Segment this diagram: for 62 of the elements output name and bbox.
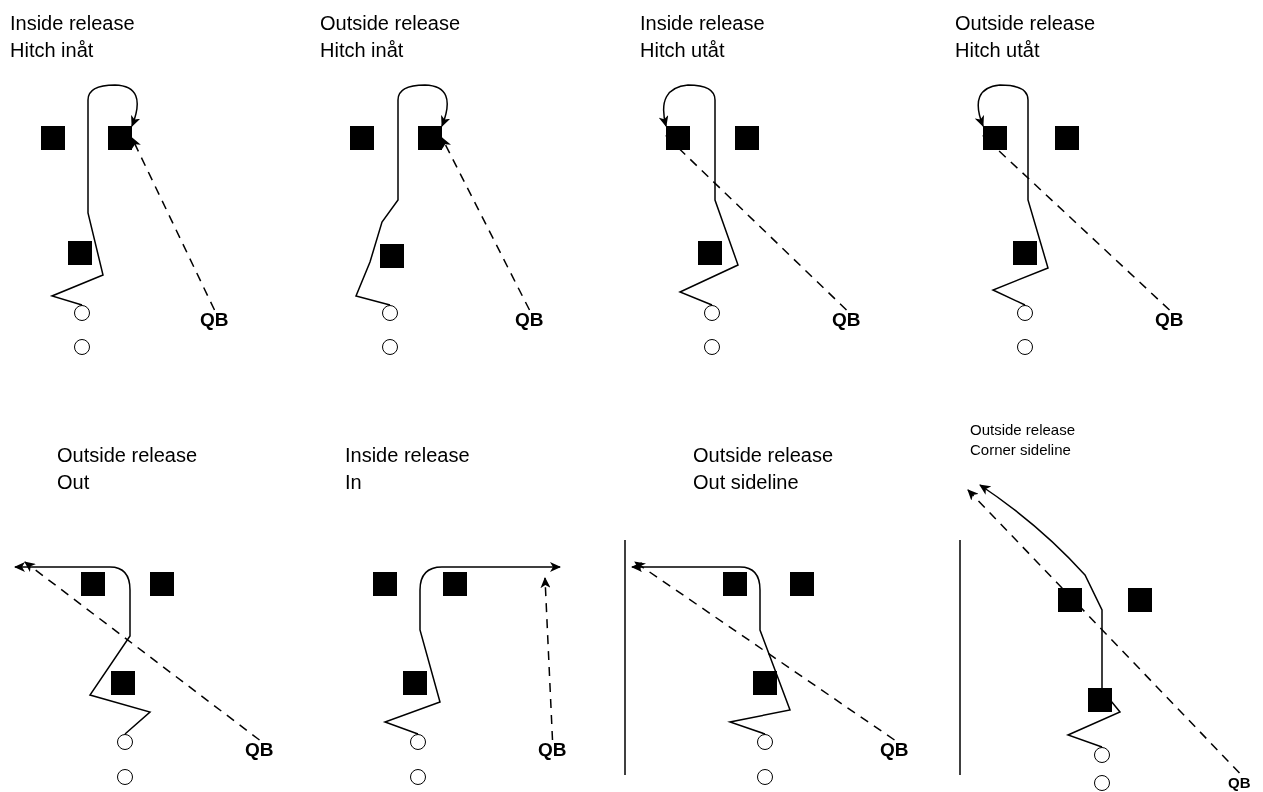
defender-square	[666, 126, 690, 150]
defender-square	[81, 572, 105, 596]
quarterback-label: QB	[515, 310, 544, 330]
play-title: Inside release	[10, 11, 135, 36]
play-title: Corner sideline	[970, 440, 1071, 460]
defender-square	[373, 572, 397, 596]
defender-square	[698, 241, 722, 265]
route-arrow	[631, 562, 791, 735]
route-arrow	[51, 84, 141, 306]
route-arrow	[974, 84, 1049, 306]
defender-square	[723, 572, 747, 596]
route-arrow	[14, 562, 151, 735]
pass-arrow	[441, 137, 531, 311]
defender-square	[1128, 588, 1152, 612]
route-arrow	[658, 84, 739, 306]
play-title: Hitch inåt	[320, 38, 404, 63]
defender-square	[790, 572, 814, 596]
defender-square	[150, 572, 174, 596]
play-title: Outside release	[320, 11, 461, 36]
quarterback-label: QB	[538, 740, 567, 760]
play-title: Hitch inåt	[10, 38, 94, 63]
pass-arrow	[634, 561, 896, 741]
route-arrow	[384, 562, 561, 735]
play-title: Outside release	[955, 11, 1096, 36]
defender-square	[108, 126, 132, 150]
defender-square	[1055, 126, 1079, 150]
defender-square	[735, 126, 759, 150]
defender-square	[443, 572, 467, 596]
defender-square	[68, 241, 92, 265]
play-title: Outside release	[57, 443, 198, 468]
defender-square	[403, 671, 427, 695]
pass-arrow	[131, 137, 216, 311]
defender-square	[1013, 241, 1037, 265]
defender-square	[111, 671, 135, 695]
quarterback-label: QB	[1155, 310, 1184, 330]
defender-square	[1058, 588, 1082, 612]
play-title: Outside release	[970, 420, 1076, 440]
pass-arrow	[24, 561, 261, 741]
defender-square	[418, 126, 442, 150]
pass-arrow	[967, 489, 1241, 774]
play-title: Out sideline	[693, 470, 799, 495]
defender-square	[1088, 688, 1112, 712]
quarterback-label: QB	[200, 310, 229, 330]
play-title: Outside release	[693, 443, 834, 468]
play-title: In	[345, 470, 362, 495]
quarterback-label: QB	[1228, 773, 1251, 792]
defender-square	[380, 244, 404, 268]
quarterback-label: QB	[880, 740, 909, 760]
defender-square	[350, 126, 374, 150]
play-title: Inside release	[345, 443, 470, 468]
defender-square	[983, 126, 1007, 150]
pass-arrow	[540, 577, 554, 741]
play-title: Hitch utåt	[955, 38, 1040, 63]
defender-square	[753, 671, 777, 695]
quarterback-label: QB	[245, 740, 274, 760]
route-arrow	[355, 84, 451, 306]
quarterback-label: QB	[832, 310, 861, 330]
play-title: Hitch utåt	[640, 38, 725, 63]
play-title: Out	[57, 470, 90, 495]
play-title: Inside release	[640, 11, 765, 36]
defender-square	[41, 126, 65, 150]
route-arrow	[979, 484, 1121, 748]
